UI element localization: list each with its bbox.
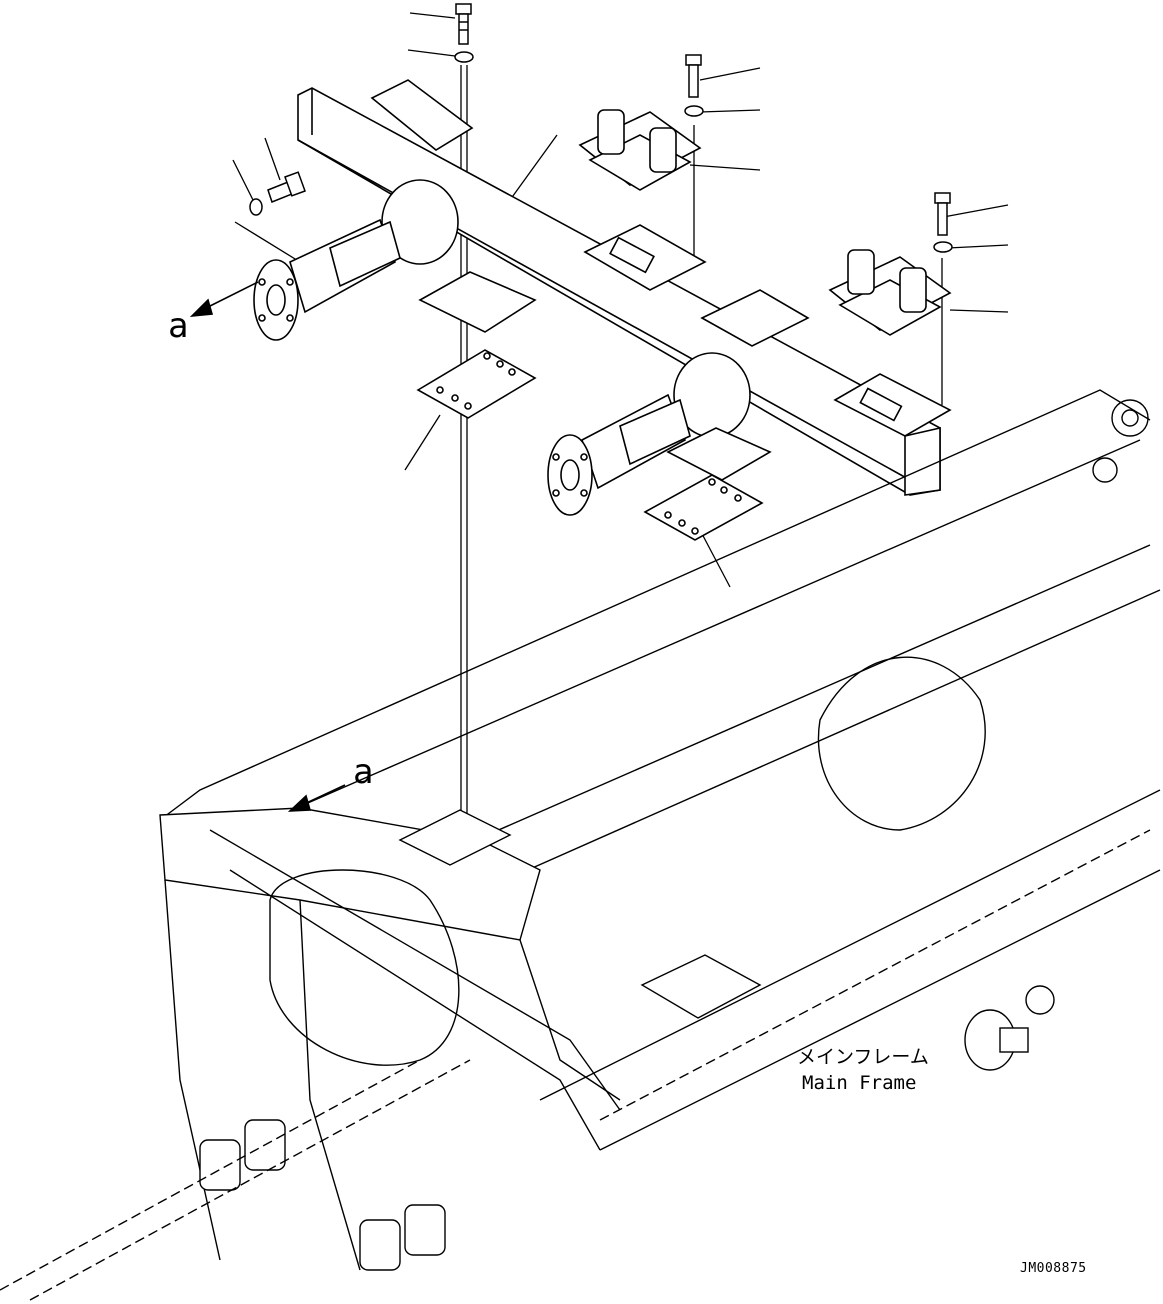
washer-mount-left bbox=[684, 105, 704, 117]
arrow-a-lower-label: a bbox=[353, 752, 373, 792]
rubber-mount-right bbox=[828, 249, 952, 336]
washer-side-left bbox=[249, 198, 263, 216]
bolt-mount-left bbox=[685, 54, 702, 98]
leader-lines bbox=[232, 12, 1009, 858]
main-frame-label-jp: メインフレーム bbox=[797, 1046, 929, 1068]
washer-mount-right bbox=[933, 241, 953, 253]
arrow-a-upper-label: a bbox=[168, 306, 188, 346]
shim-plate-right bbox=[643, 474, 764, 541]
arrow-a-lower bbox=[287, 784, 346, 812]
arrow-a-upper bbox=[189, 281, 259, 318]
main-frame-label-en: Main Frame bbox=[802, 1072, 916, 1094]
axle-assembly bbox=[253, 79, 952, 516]
shim-plate-left bbox=[416, 349, 537, 419]
bolt-mount-right bbox=[934, 192, 951, 236]
bolt-side-left bbox=[267, 171, 306, 203]
drawing-code: JM008875 bbox=[1020, 1261, 1087, 1276]
rubber-mount-left bbox=[578, 109, 702, 191]
bolt-top-center bbox=[455, 3, 472, 45]
washer-top-center bbox=[454, 51, 474, 63]
main-frame bbox=[0, 389, 1161, 1301]
